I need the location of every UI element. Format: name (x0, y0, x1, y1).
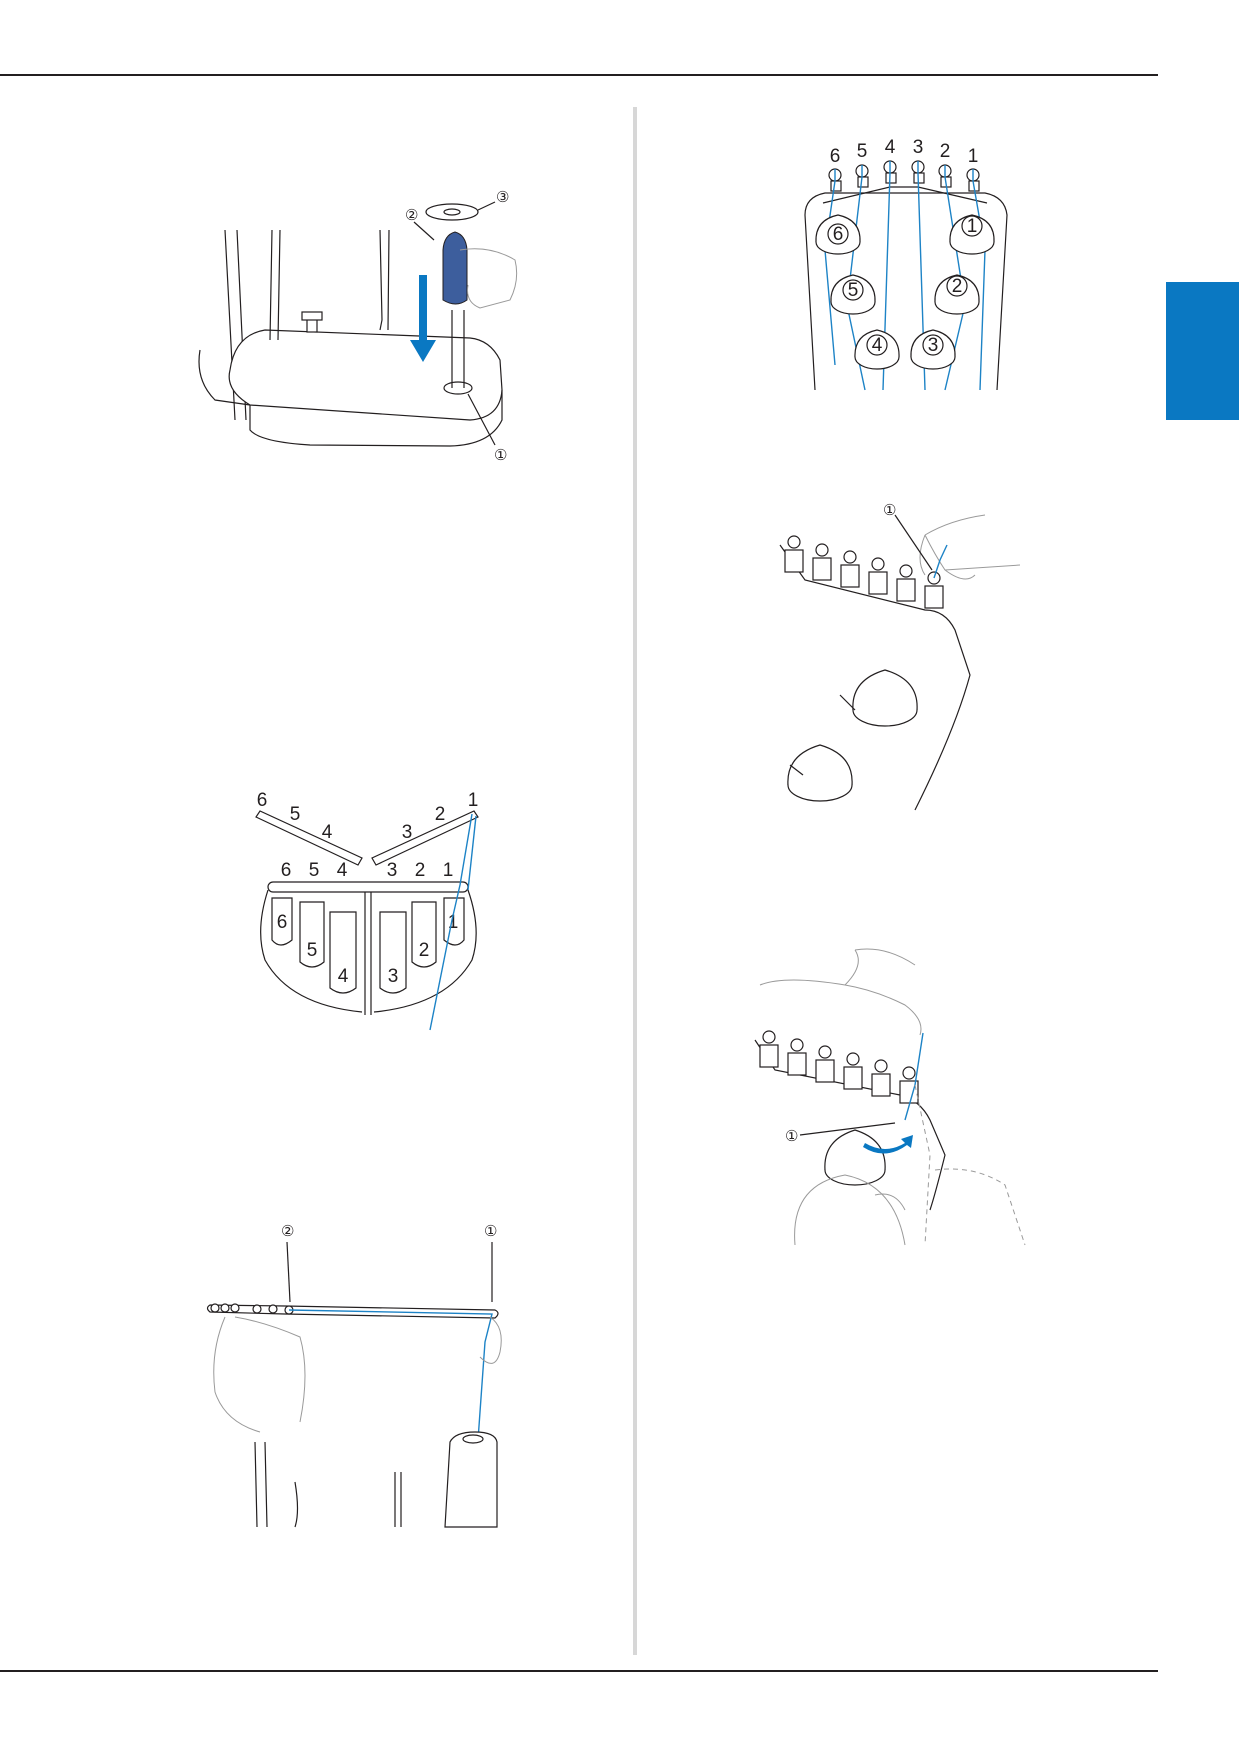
spool-label-2: 2 (952, 276, 963, 297)
callout-2: ② (281, 1223, 294, 1240)
plate-label-1: 1 (443, 860, 454, 881)
callout-3: ③ (496, 189, 509, 206)
chapter-tab (1166, 282, 1239, 420)
callout-2: ② (405, 207, 418, 224)
callout-1: ① (494, 447, 507, 464)
figure-thread-guide-hand: ① (779, 502, 1021, 811)
plate-label-4: 4 (337, 860, 348, 881)
figure-spool-pin: ① ② ③ (198, 189, 518, 464)
guide-label-3: 3 (913, 137, 924, 158)
callout-1: ① (883, 502, 896, 519)
arm-label-3: 3 (402, 822, 413, 843)
arm-label-6: 6 (257, 790, 268, 811)
figure-threading-hands: ① (754, 948, 1026, 1246)
spool-label-3: 3 (388, 966, 399, 987)
guide-label-6: 6 (830, 146, 841, 167)
plate-label-6: 6 (281, 860, 292, 881)
spool-label-5: 5 (848, 280, 859, 301)
callout-1: ① (785, 1128, 798, 1145)
guide-label-4: 4 (885, 137, 896, 158)
spool-label-2: 2 (419, 940, 430, 961)
top-rule (0, 74, 1158, 76)
plate-label-5: 5 (309, 860, 320, 881)
arm-label-4: 4 (322, 822, 333, 843)
bottom-rule (0, 1670, 1158, 1672)
spool-label-3: 3 (928, 335, 939, 356)
spool-label-4: 4 (872, 335, 883, 356)
figure-arm-guides-cones: 6 5 4 3 2 1 6 5 4 3 2 1 6 5 4 3 2 1 (255, 790, 479, 1031)
figure-guide-rod-cone: ② ① (206, 1223, 502, 1528)
plate-label-2: 2 (415, 860, 426, 881)
spool-label-1: 1 (448, 912, 459, 933)
arm-label-5: 5 (290, 804, 301, 825)
spool-label-6: 6 (833, 224, 844, 245)
spool-label-5: 5 (307, 940, 318, 961)
spool-label-1: 1 (967, 216, 978, 237)
column-divider (633, 107, 637, 1655)
callout-1: ① (484, 1223, 497, 1240)
plate-label-3: 3 (387, 860, 398, 881)
figure-thread-guides-spools: 6 5 4 3 2 1 6 5 4 3 2 1 (804, 137, 1008, 391)
guide-label-1: 1 (968, 146, 979, 167)
arm-label-2: 2 (435, 804, 446, 825)
spool-label-4: 4 (338, 966, 349, 987)
guide-label-2: 2 (940, 141, 951, 162)
guide-label-5: 5 (857, 141, 868, 162)
arm-label-1: 1 (468, 790, 479, 811)
spool-label-6: 6 (277, 912, 288, 933)
